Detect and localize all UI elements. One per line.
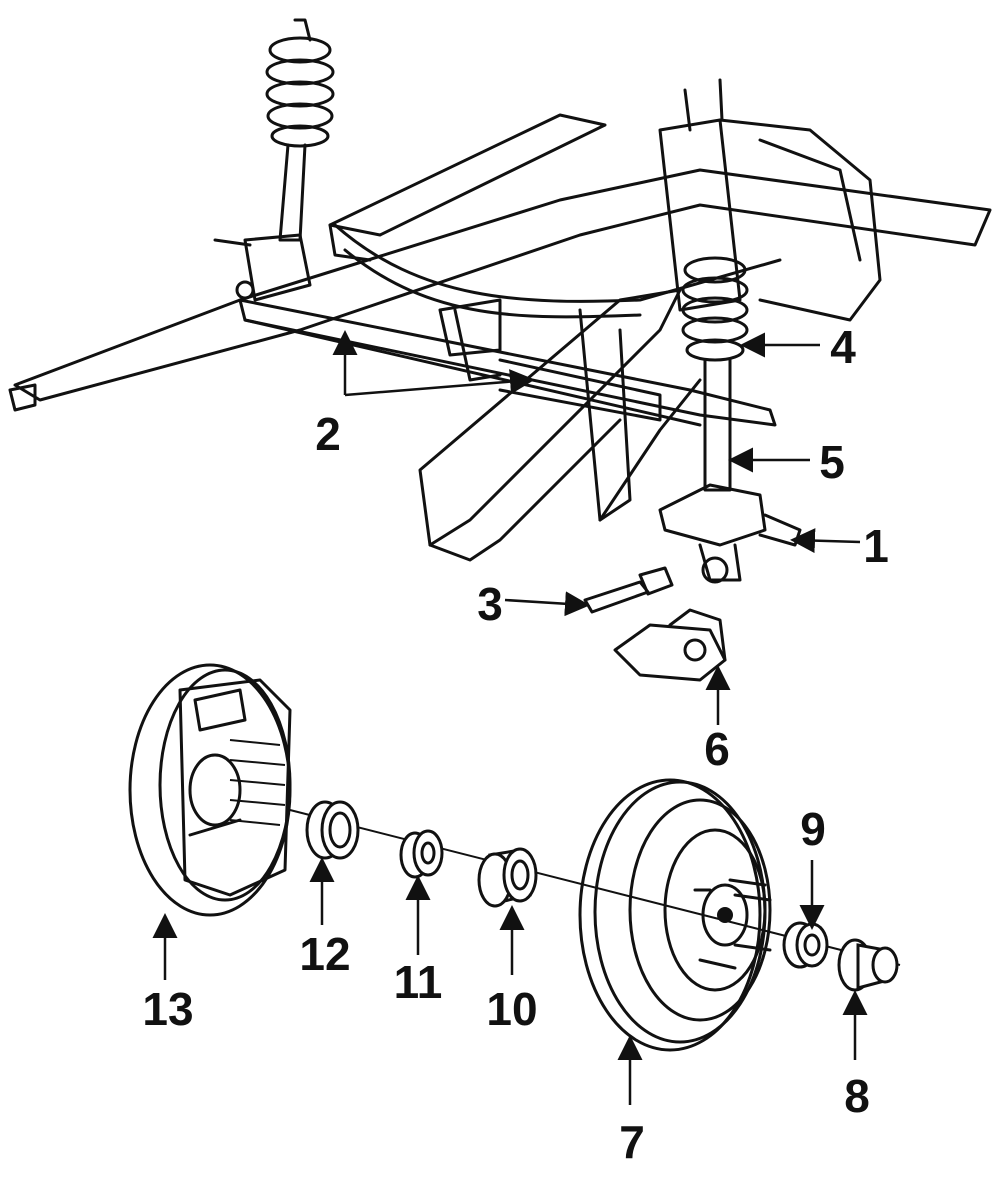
callout-4: 4 <box>830 321 856 373</box>
grease-seal <box>305 800 360 860</box>
callout-labels: 1 2 3 4 5 6 7 8 9 10 11 12 13 <box>142 321 888 1168</box>
left-coil-spring-shock <box>213 18 335 302</box>
callout-3: 3 <box>477 578 503 630</box>
brake-drum <box>578 778 772 1052</box>
bearing-race <box>477 847 538 908</box>
callout-6: 6 <box>704 723 730 775</box>
callout-11: 11 <box>394 956 443 1008</box>
callout-2: 2 <box>315 408 341 460</box>
leader-1 <box>790 528 861 554</box>
callout-13: 13 <box>142 983 193 1035</box>
callout-8: 8 <box>844 1070 870 1122</box>
axle-knuckle <box>658 483 802 584</box>
leaf-springs <box>238 298 777 427</box>
mounting-bolt <box>583 566 674 614</box>
spring-bracket <box>613 608 727 682</box>
callout-9: 9 <box>800 803 826 855</box>
callout-12: 12 <box>299 928 350 980</box>
brake-backing-plate <box>128 663 292 917</box>
callout-5: 5 <box>819 436 845 488</box>
callout-1: 1 <box>863 520 889 572</box>
leader-lines <box>152 330 868 1105</box>
callout-7: 7 <box>619 1116 645 1168</box>
outer-bearing <box>782 921 829 969</box>
leader-2b <box>344 369 535 397</box>
callout-10: 10 <box>486 983 537 1035</box>
leader-3 <box>504 591 590 617</box>
frame-assembly <box>8 78 992 562</box>
shock-absorber <box>703 358 732 492</box>
dust-cap <box>837 938 899 992</box>
wheel-bearing <box>399 829 444 879</box>
